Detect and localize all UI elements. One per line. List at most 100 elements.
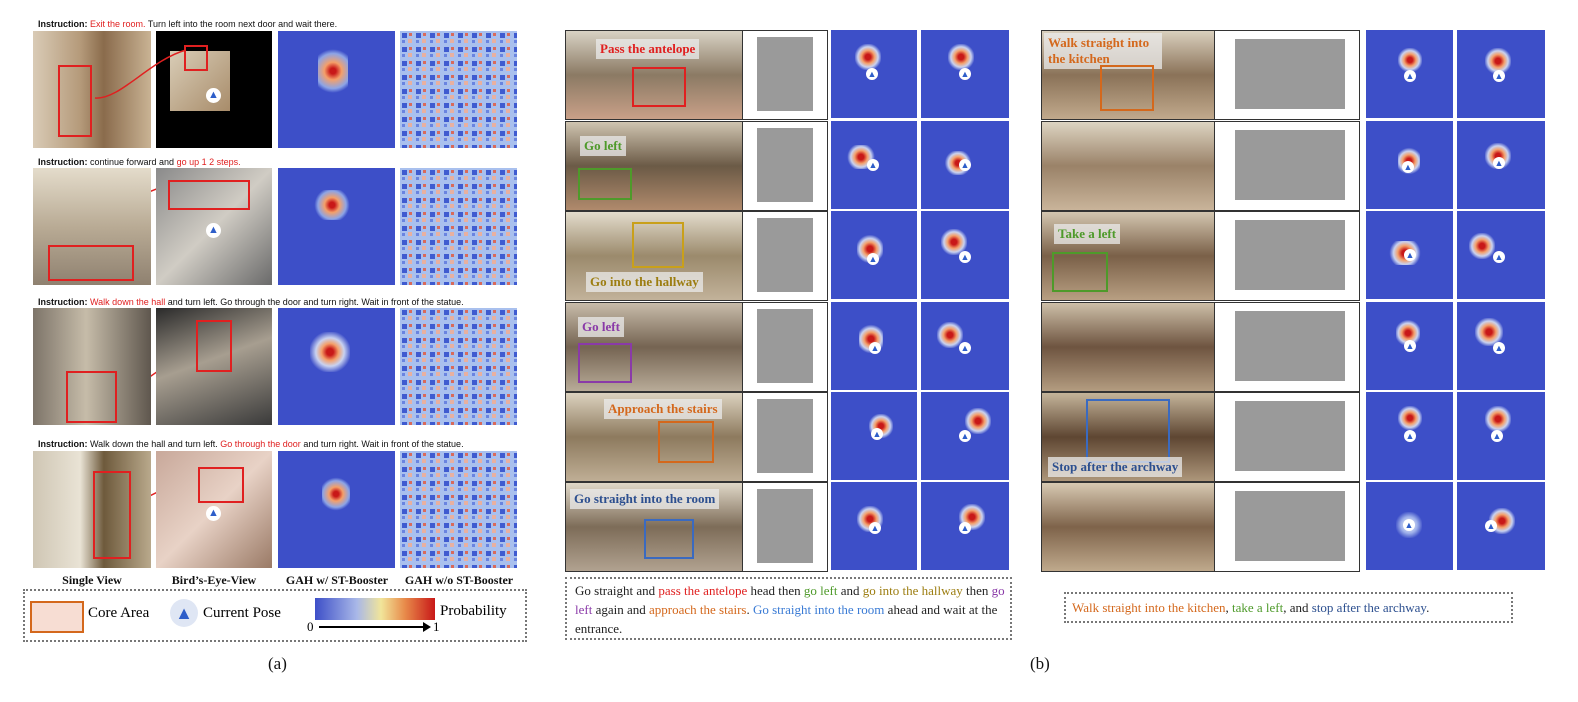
column-label: Bird’s-Eye-View [171, 573, 257, 587]
heatmap-with-booster [278, 168, 395, 285]
instruction-row-3: Instruction: Walk down the hall and turn… [38, 297, 464, 307]
sentence-part: , [1225, 600, 1232, 615]
bev-map [1214, 302, 1360, 392]
probability-label: Probability [440, 603, 507, 619]
heatmap-without-booster: ▲ [921, 30, 1009, 118]
instruction-row-1: Instruction: Exit the room. Turn left in… [38, 19, 337, 29]
core-area-box [58, 65, 92, 137]
current-pose-icon: ▲ [1493, 251, 1505, 263]
sentence-highlight: go left [575, 583, 1005, 617]
core-area-box [578, 343, 632, 383]
panorama-image: Go left [565, 121, 743, 211]
sentence-part: . [1426, 600, 1430, 615]
bev-map [1214, 482, 1360, 572]
heatmap-without-booster: ▲ [1457, 211, 1545, 299]
core-area-box [1052, 252, 1108, 292]
heatmap-with-booster [278, 308, 395, 425]
sentence-highlight: hallway [921, 583, 963, 598]
panorama-image: Go into the hallway [565, 211, 743, 301]
instruction-label: Instruction: [38, 19, 88, 29]
current-pose-icon: ▲ [869, 522, 881, 534]
heatmap-without-booster: ▲ [1457, 482, 1545, 570]
heatmap-with-booster [278, 451, 395, 568]
step-label: Approach the stairs [604, 399, 722, 419]
sentence-part: then [962, 583, 992, 598]
heatmap-without-booster: ▲ [1457, 302, 1545, 390]
instruction-label: Instruction: [38, 157, 88, 167]
current-pose-icon: ▲ [959, 522, 971, 534]
panorama-image [1041, 302, 1215, 392]
current-pose-icon: ▲ [206, 88, 221, 103]
current-pose-icon: ▲ [1491, 430, 1503, 442]
bev-map [742, 482, 828, 572]
instruction-box: Walk straight into the kitchen, take a l… [1064, 592, 1513, 623]
bev-map [742, 392, 828, 482]
heatmap-without-booster: ▲ [921, 482, 1009, 570]
current-pose-icon: ▲ [1493, 342, 1505, 354]
bev-image [156, 308, 272, 425]
heatmap-with-booster: ▲ [1366, 392, 1453, 480]
current-pose-icon: ▲ [959, 342, 971, 354]
sentence-part: head then [747, 583, 804, 598]
instruction-text: continue forward and [87, 157, 177, 167]
single-view-image [33, 451, 151, 568]
sentence-part: , and [1283, 600, 1312, 615]
caption-b: (b) [1030, 654, 1050, 673]
column-label: GAH w/ ST-Booster [285, 573, 389, 587]
panorama-image: Take a left [1041, 211, 1215, 301]
core-area-box [644, 519, 694, 559]
step-label: Go straight into the room [570, 489, 720, 509]
sentence-highlight: Go straight into the [752, 602, 854, 617]
bev-map [1214, 30, 1360, 120]
scale-min: 0 [307, 619, 314, 634]
sentence-part: again and [592, 602, 649, 617]
current-pose-icon: ▲ [959, 159, 971, 171]
sentence-highlight: take a left [1231, 600, 1284, 615]
heatmap-with-booster: ▲ [1366, 302, 1453, 390]
core-area-box [632, 67, 686, 107]
probability-colorbar [315, 598, 435, 620]
bev-map [742, 302, 828, 392]
heatmap-with-booster [278, 31, 395, 148]
scale-arrow [319, 622, 431, 632]
core-area-box [196, 320, 232, 372]
current-pose-icon: ▲ [170, 599, 198, 627]
heatmap-without-booster: ▲ [921, 211, 1009, 299]
instruction-highlight: Exit the room. [90, 19, 146, 29]
current-pose-icon: ▲ [206, 506, 221, 521]
instruction-text: Turn left into the room next door and wa… [145, 19, 338, 29]
core-area-box [93, 471, 131, 559]
core-area-box [168, 180, 250, 210]
core-area-box [198, 467, 244, 503]
sentence-part: . [746, 602, 753, 617]
bev-map [742, 30, 828, 120]
current-pose-icon: ▲ [206, 223, 221, 238]
instruction-row-4: Instruction: Walk down the hall and turn… [38, 439, 464, 449]
current-pose-icon: ▲ [959, 68, 971, 80]
current-pose-icon: ▲ [869, 342, 881, 354]
bev-image: ▲ [156, 451, 272, 568]
column-label: GAH w/o ST-Booster [404, 573, 514, 587]
core-area-label: Core Area [88, 605, 150, 621]
current-pose-icon: ▲ [959, 251, 971, 263]
column-label: Single View [62, 573, 122, 587]
current-pose-icon: ▲ [1493, 70, 1505, 82]
current-pose-icon: ▲ [1403, 519, 1415, 531]
core-area-box [66, 371, 117, 423]
instruction-highlight: go up 1 2 steps. [176, 157, 241, 167]
bev-map [742, 121, 828, 211]
heatmap-with-booster: ▲ [831, 302, 917, 390]
current-pose-icon: ▲ [1402, 161, 1414, 173]
sentence-highlight: Walk straight into the kitchen [1072, 600, 1226, 615]
current-pose-icon: ▲ [1485, 520, 1497, 532]
panorama-image [1041, 482, 1215, 572]
step-label: Stop after the archway [1048, 457, 1183, 477]
sentence-highlight: approach the stairs [649, 602, 747, 617]
core-area-box [658, 421, 714, 463]
sentence-part: Go straight and [575, 583, 659, 598]
current-pose-icon: ▲ [1404, 430, 1416, 442]
single-view-image [33, 168, 151, 285]
instruction-text: Walk down the hall and turn left. [87, 439, 221, 449]
step-label: Go left [578, 317, 624, 337]
single-view-image [33, 308, 151, 425]
